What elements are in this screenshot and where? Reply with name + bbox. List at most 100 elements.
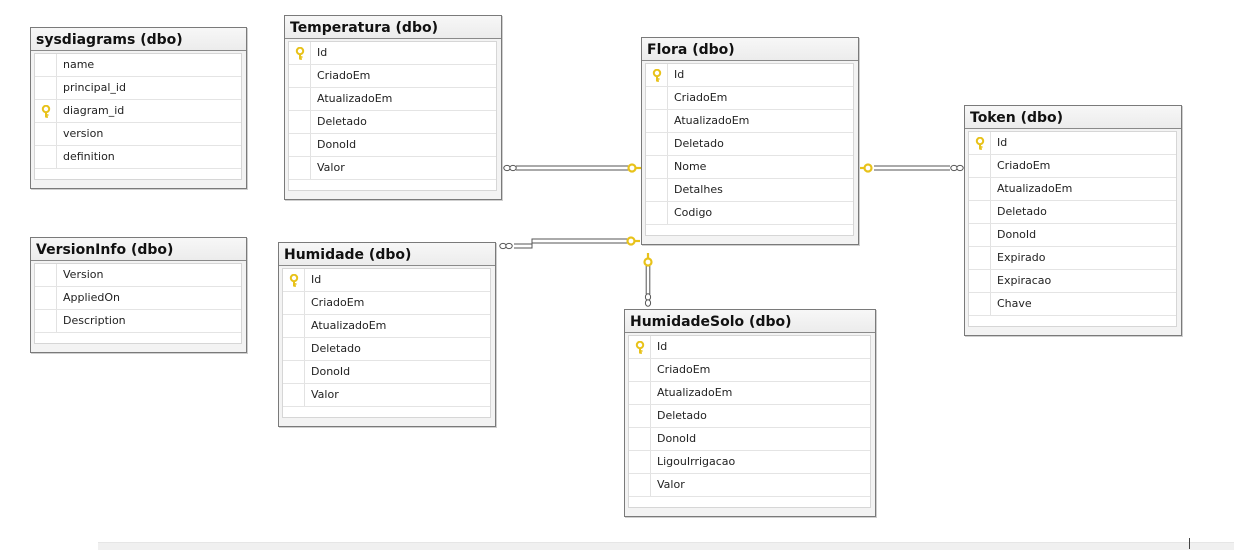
new-column-row[interactable]	[35, 169, 241, 179]
column-name: AtualizadoEm	[657, 386, 733, 399]
column-gutter	[289, 111, 311, 133]
column-row[interactable]: Description	[35, 310, 241, 333]
column-row[interactable]: Deletado	[283, 338, 490, 361]
column-row[interactable]: Valor	[629, 474, 870, 497]
column-row[interactable]: Detalhes	[646, 179, 853, 202]
column-row[interactable]: Id	[629, 336, 870, 359]
column-name: Deletado	[311, 342, 361, 355]
column-name: Deletado	[997, 205, 1047, 218]
column-row[interactable]: Valor	[289, 157, 496, 180]
column-row[interactable]: AtualizadoEm	[289, 88, 496, 111]
column-name: Chave	[997, 297, 1032, 310]
column-gutter	[289, 157, 311, 179]
column-name: Description	[63, 314, 126, 327]
column-row[interactable]: CriadoEm	[289, 65, 496, 88]
column-row[interactable]: DonoId	[283, 361, 490, 384]
column-name: Id	[311, 273, 322, 286]
table-title[interactable]: Flora (dbo)	[642, 38, 858, 61]
table-title[interactable]: sysdiagrams (dbo)	[31, 28, 246, 51]
new-column-row[interactable]	[289, 180, 496, 190]
column-row[interactable]: definition	[35, 146, 241, 169]
column-row[interactable]: Expirado	[969, 247, 1176, 270]
column-row[interactable]: Deletado	[969, 201, 1176, 224]
column-gutter	[629, 405, 651, 427]
column-row[interactable]: Codigo	[646, 202, 853, 225]
column-gutter	[629, 451, 651, 473]
new-column-row[interactable]	[283, 407, 490, 417]
column-row[interactable]: DonoId	[629, 428, 870, 451]
column-gutter	[969, 293, 991, 315]
column-row[interactable]: Version	[35, 264, 241, 287]
table-title[interactable]: Token (dbo)	[965, 106, 1181, 129]
many-end-icon	[503, 164, 517, 172]
column-gutter	[646, 110, 668, 132]
primary-key-icon	[629, 336, 651, 358]
column-row[interactable]: CriadoEm	[969, 155, 1176, 178]
relationship-line[interactable]	[514, 238, 628, 245]
new-column-row[interactable]	[35, 333, 241, 343]
column-gutter	[35, 287, 57, 309]
column-row[interactable]: DonoId	[289, 134, 496, 157]
new-column-row[interactable]	[646, 225, 853, 235]
column-row[interactable]: diagram_id	[35, 100, 241, 123]
relationship-line[interactable]	[514, 242, 628, 249]
table-title[interactable]: Humidade (dbo)	[279, 243, 495, 266]
column-row[interactable]: Id	[969, 132, 1176, 155]
column-gutter	[646, 133, 668, 155]
column-row[interactable]: LigouIrrigacao	[629, 451, 870, 474]
column-row[interactable]: CriadoEm	[283, 292, 490, 315]
column-row[interactable]: Deletado	[629, 405, 870, 428]
many-end-icon	[950, 164, 964, 172]
column-name: CriadoEm	[311, 296, 365, 309]
column-row[interactable]: DonoId	[969, 224, 1176, 247]
column-gutter	[289, 65, 311, 87]
column-row[interactable]: AtualizadoEm	[283, 315, 490, 338]
column-row[interactable]: AtualizadoEm	[629, 382, 870, 405]
column-name: version	[63, 127, 104, 140]
primary-key-icon	[646, 64, 668, 86]
column-row[interactable]: principal_id	[35, 77, 241, 100]
column-row[interactable]: Id	[646, 64, 853, 87]
horizontal-scrollbar[interactable]	[98, 542, 1234, 550]
column-gutter	[289, 134, 311, 156]
column-row[interactable]: Valor	[283, 384, 490, 407]
column-name: Nome	[674, 160, 707, 173]
column-name: definition	[63, 150, 115, 163]
column-row[interactable]: name	[35, 54, 241, 77]
column-row[interactable]: Id	[289, 42, 496, 65]
column-row[interactable]: AtualizadoEm	[646, 110, 853, 133]
column-name: Id	[997, 136, 1008, 149]
column-row[interactable]: AtualizadoEm	[969, 178, 1176, 201]
key-end-icon	[643, 253, 653, 267]
table-title[interactable]: HumidadeSolo (dbo)	[625, 310, 875, 333]
column-row[interactable]: CriadoEm	[646, 87, 853, 110]
column-gutter	[629, 382, 651, 404]
column-name: CriadoEm	[997, 159, 1051, 172]
new-column-row[interactable]	[629, 497, 870, 507]
column-row[interactable]: Chave	[969, 293, 1176, 316]
column-row[interactable]: Id	[283, 269, 490, 292]
column-name: CriadoEm	[657, 363, 711, 376]
column-row[interactable]: CriadoEm	[629, 359, 870, 382]
table-title[interactable]: VersionInfo (dbo)	[31, 238, 246, 261]
column-row[interactable]: AppliedOn	[35, 287, 241, 310]
column-row[interactable]: Nome	[646, 156, 853, 179]
column-row[interactable]: Expiracao	[969, 270, 1176, 293]
column-gutter	[646, 156, 668, 178]
column-row[interactable]: version	[35, 123, 241, 146]
column-name: LigouIrrigacao	[657, 455, 736, 468]
column-row[interactable]: Deletado	[646, 133, 853, 156]
column-row[interactable]: Deletado	[289, 111, 496, 134]
column-name: name	[63, 58, 95, 71]
new-column-row[interactable]	[969, 316, 1176, 326]
table-title[interactable]: Temperatura (dbo)	[285, 16, 501, 39]
